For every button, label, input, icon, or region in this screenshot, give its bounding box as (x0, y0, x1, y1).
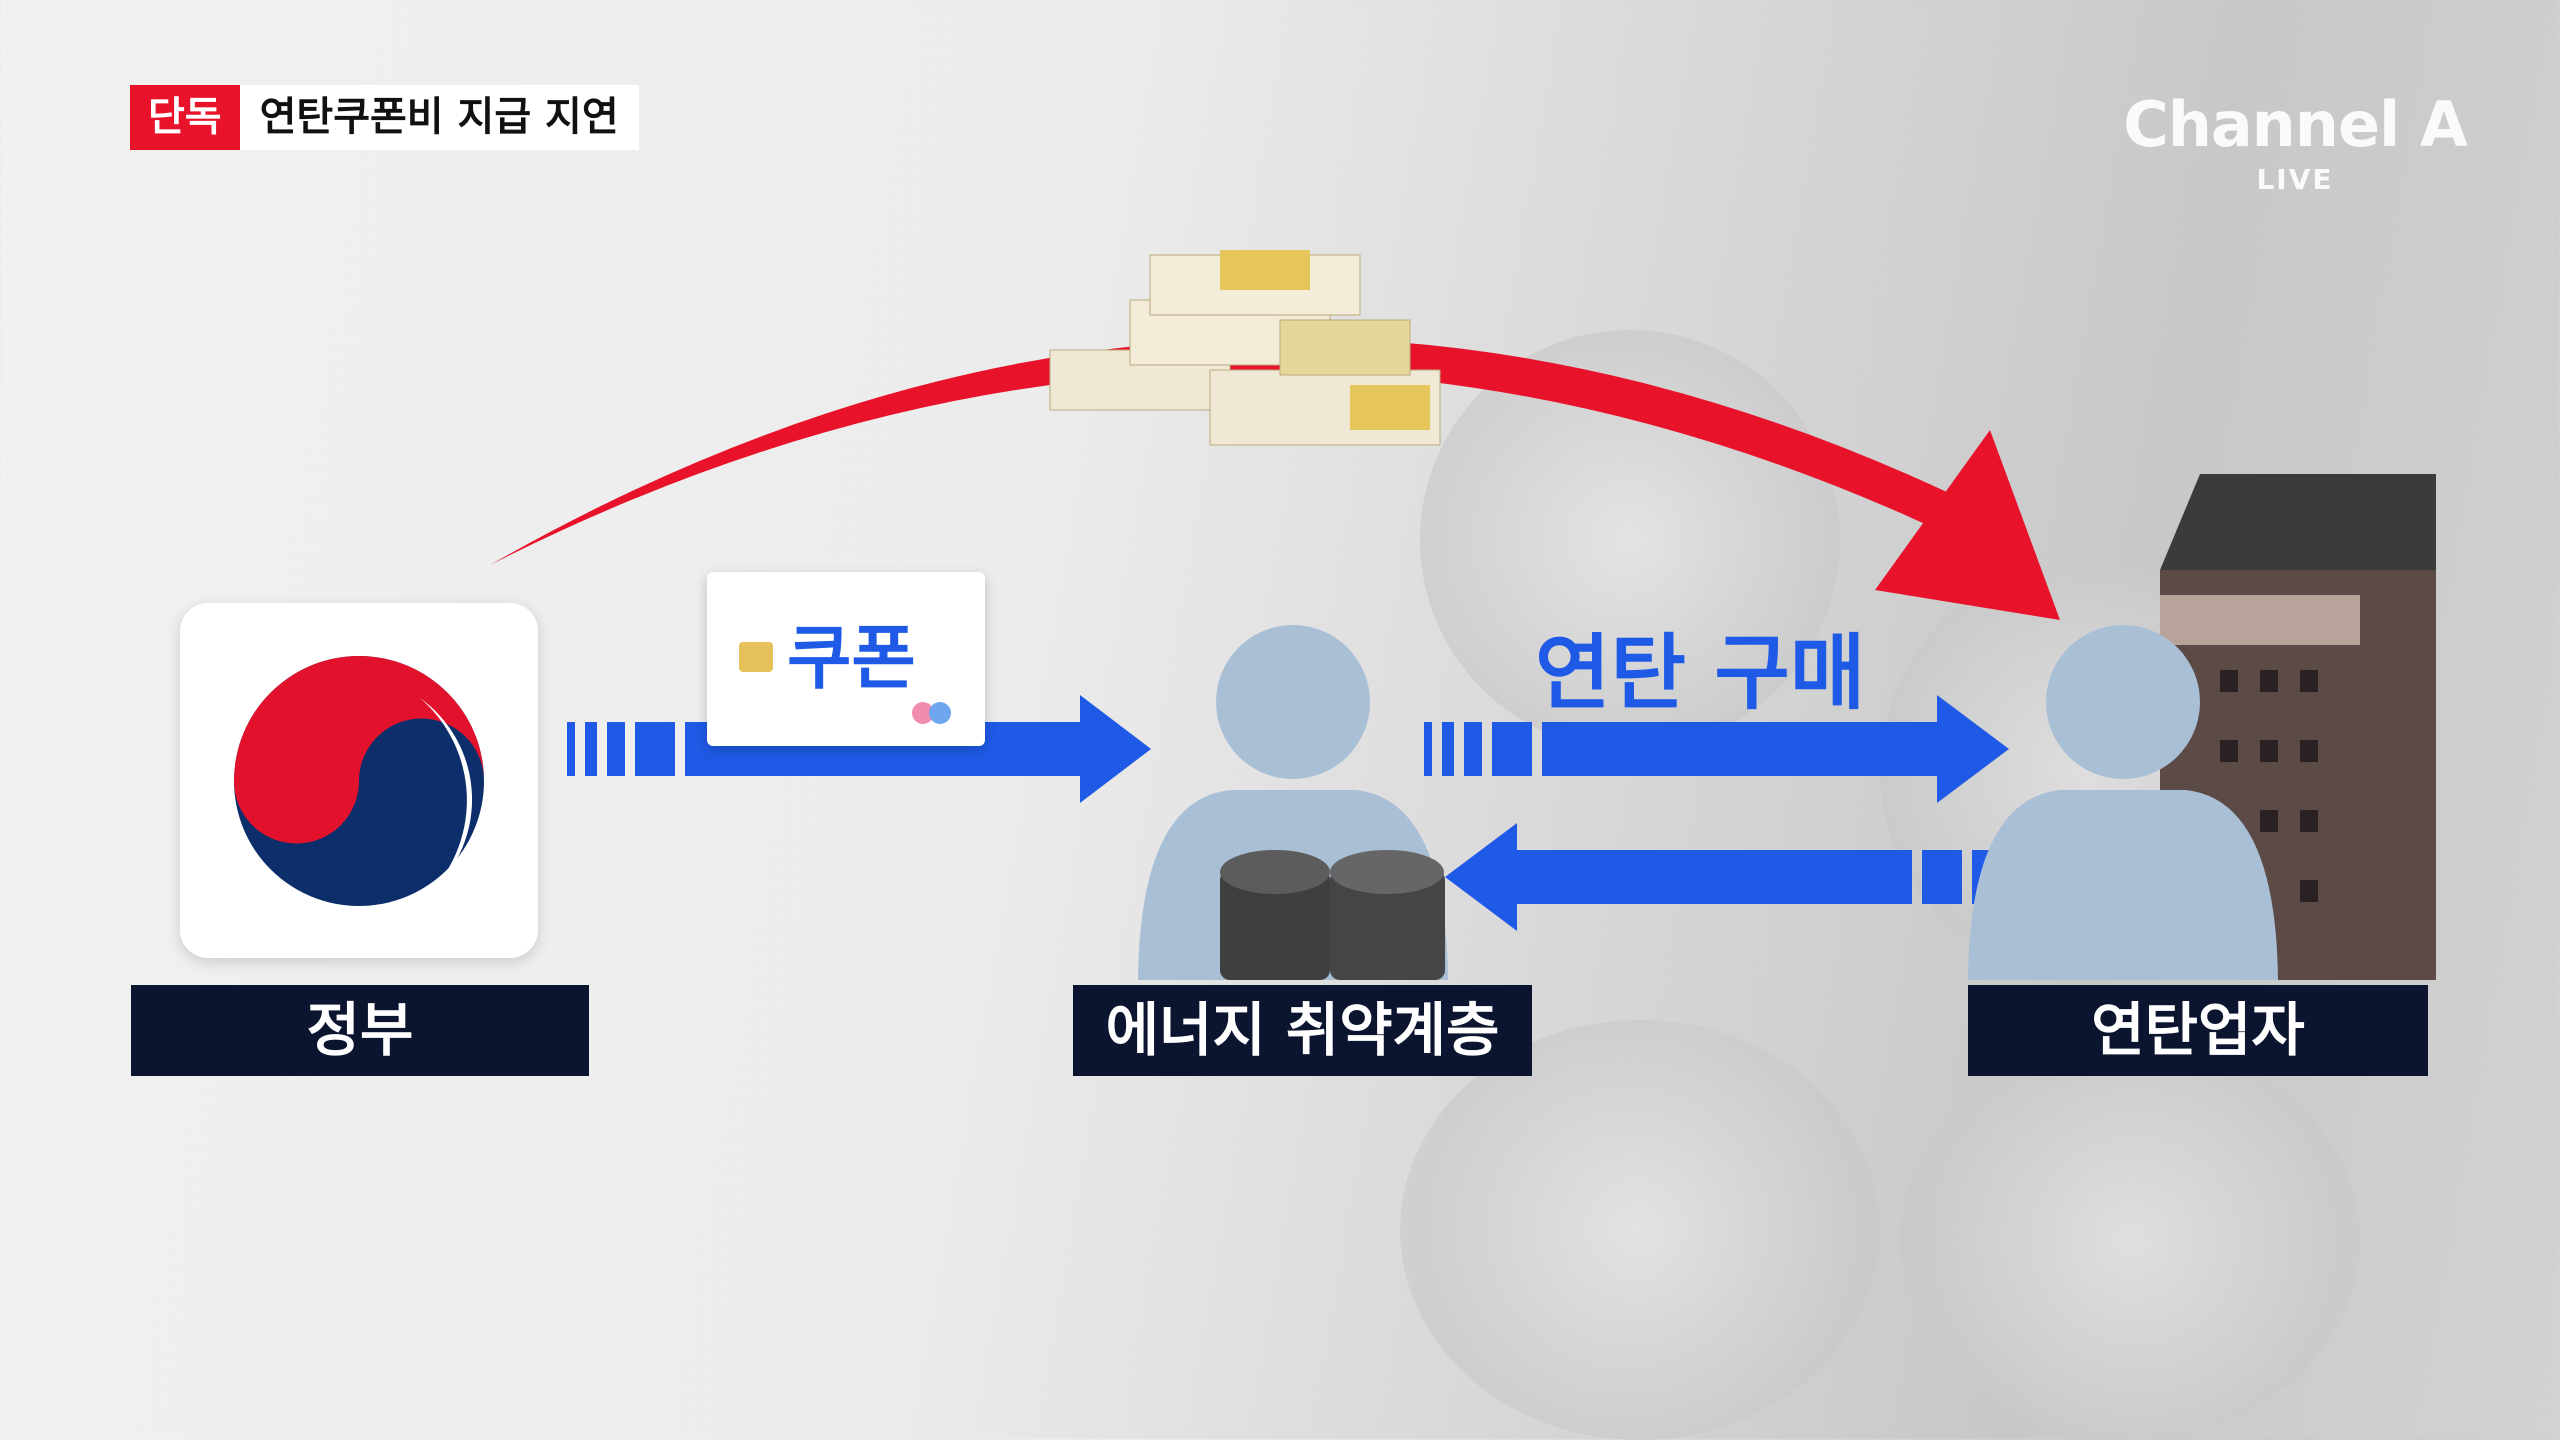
red-arrowhead (1875, 430, 2060, 620)
money-stack-icon (1049, 250, 1441, 446)
headline: 연탄쿠폰비 지급 지연 (239, 85, 639, 150)
exclusive-badge: 단독 (130, 85, 240, 150)
node-label-government: 정부 (131, 985, 589, 1076)
channel-logo: Channel A LIVE (2120, 88, 2470, 196)
dot-icon (929, 702, 951, 724)
red-curve-arrow (490, 337, 2020, 565)
taegeuk-emblem-icon (220, 642, 498, 920)
purchase-label: 연탄 구매 (1535, 626, 1866, 721)
dot-icon (912, 702, 934, 724)
channel-name: Channel A (2123, 88, 2468, 161)
person-icon-dealer (1968, 625, 2278, 980)
government-emblem-box (180, 603, 538, 958)
purchase-arrow (1424, 695, 2009, 803)
node-label-dealer: 연탄업자 (1968, 985, 2428, 1076)
background-briquette (1900, 1040, 2360, 1440)
background-briquette (1400, 1020, 1880, 1440)
delivery-arrow (1445, 823, 2030, 931)
coal-briquette-icon (1220, 850, 1445, 980)
coupon-card: 쿠폰 (707, 572, 985, 746)
headline-bar: 단독 연탄쿠폰비 지급 지연 (130, 85, 639, 150)
node-label-vulnerable: 에너지 취약계층 (1073, 985, 1532, 1076)
coupon-label: 쿠폰 (787, 617, 916, 699)
card-chip-icon (739, 642, 773, 672)
live-label: LIVE (2256, 163, 2334, 196)
